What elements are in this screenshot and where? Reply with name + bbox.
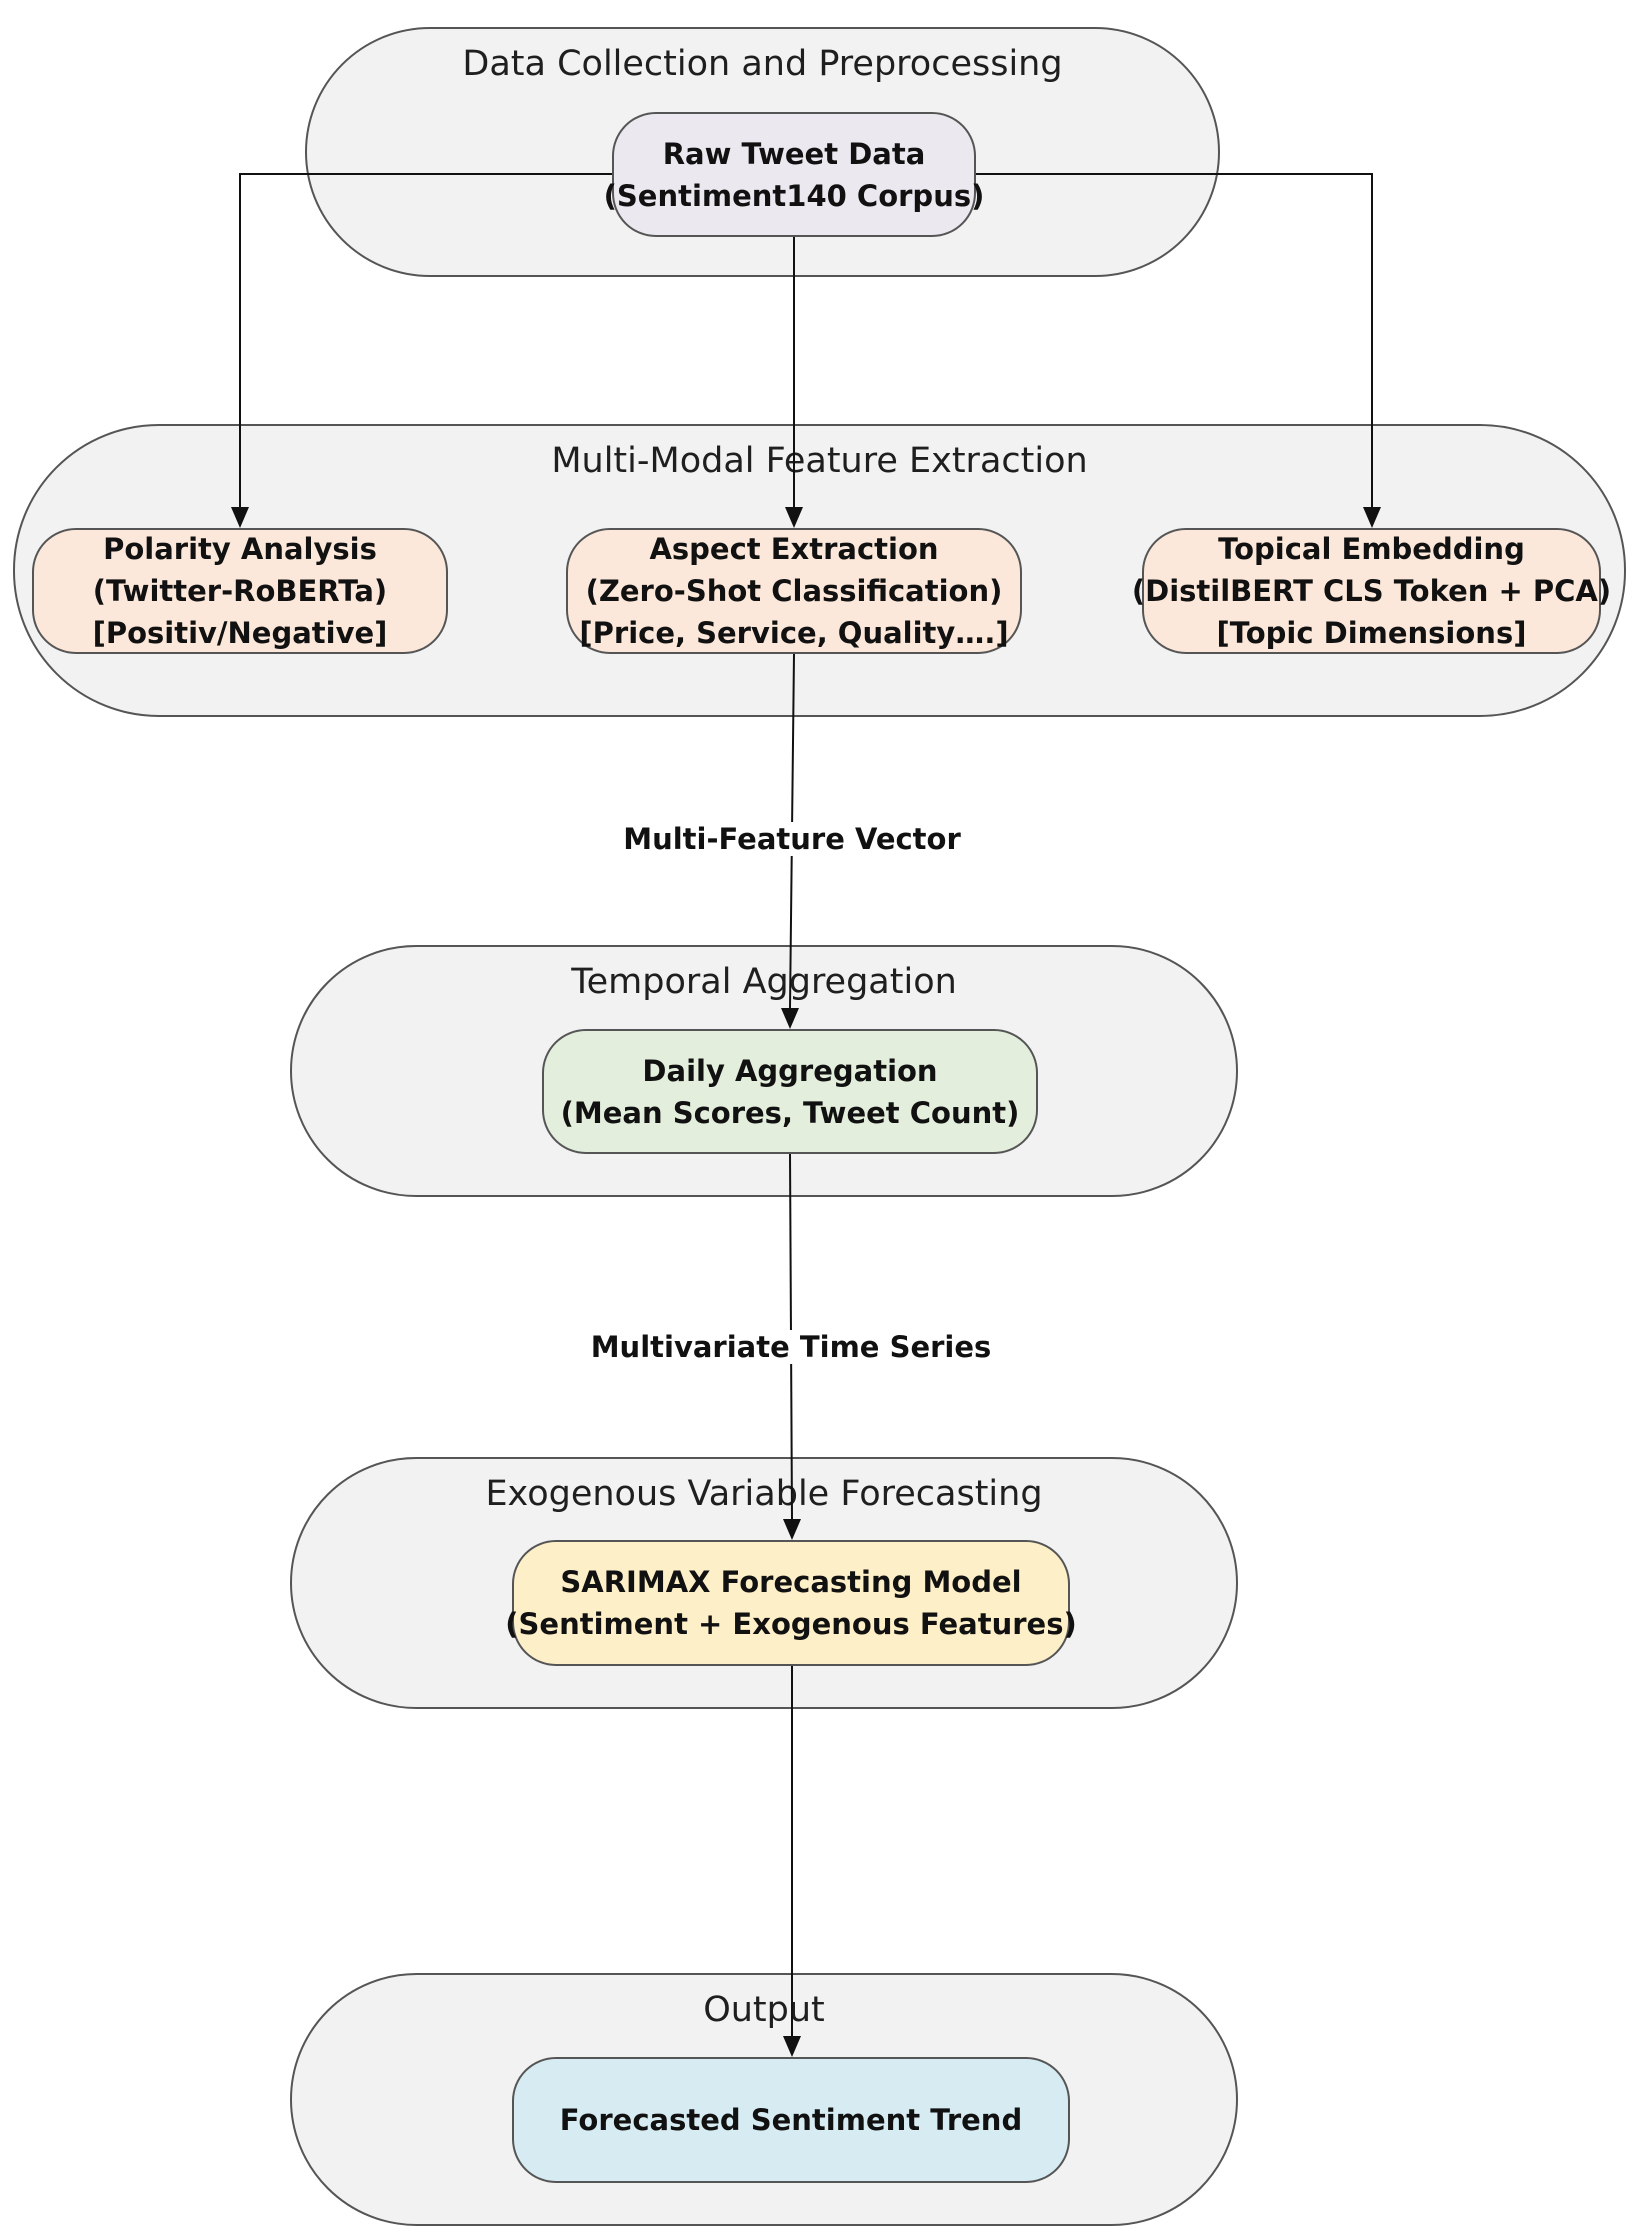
node-title: Polarity Analysis [103,532,377,566]
stage-title: Temporal Aggregation [571,962,957,1002]
node-forecasted-sentiment-trend: Forecasted Sentiment Trend [512,2057,1070,2183]
node-subtitle: (Mean Scores, Tweet Count) [560,1095,1020,1130]
stage-title: Multi-Modal Feature Extraction [551,441,1088,481]
node-subtitle: (DistilBERT CLS Token + PCA) [1131,574,1612,608]
node-title: Aspect Extraction [649,532,939,566]
edge-label-multivariate-time-series: Multivariate Time Series [584,1330,998,1364]
node-title: Raw Tweet Data [662,136,926,171]
edge-label-multi-feature-vector: Multi-Feature Vector [617,822,967,856]
node-detail: [Price, Service, Quality….] [579,616,1009,650]
stage-title: Output [703,1990,825,2030]
node-polarity-analysis: Polarity Analysis (Twitter-RoBERTa) [Pos… [32,528,448,654]
node-title: SARIMAX Forecasting Model [560,1565,1022,1599]
node-raw-tweet-data: Raw Tweet Data (Sentiment140 Corpus) [604,112,984,237]
node-daily-aggregation: Daily Aggregation (Mean Scores, Tweet Co… [542,1029,1038,1154]
node-detail: [Positiv/Negative] [92,616,388,650]
stage-title: Data Collection and Preprocessing [462,44,1063,84]
node-subtitle: (Twitter-RoBERTa) [92,574,388,608]
node-title: Daily Aggregation [642,1053,938,1088]
node-aspect-extraction: Aspect Extraction (Zero-Shot Classificat… [566,528,1022,654]
node-title: Topical Embedding [1218,532,1525,566]
node-subtitle: (Sentiment140 Corpus) [603,178,985,213]
stage-title: Exogenous Variable Forecasting [485,1474,1043,1514]
node-title: Forecasted Sentiment Trend [559,2103,1023,2137]
node-subtitle: (Zero-Shot Classification) [585,574,1003,608]
node-topical-embedding: Topical Embedding (DistilBERT CLS Token … [1132,528,1611,654]
node-subtitle: (Sentiment + Exogenous Features) [505,1607,1077,1641]
node-detail: [Topic Dimensions] [1216,616,1527,650]
node-sarimax-model: SARIMAX Forecasting Model (Sentiment + E… [505,1540,1077,1666]
